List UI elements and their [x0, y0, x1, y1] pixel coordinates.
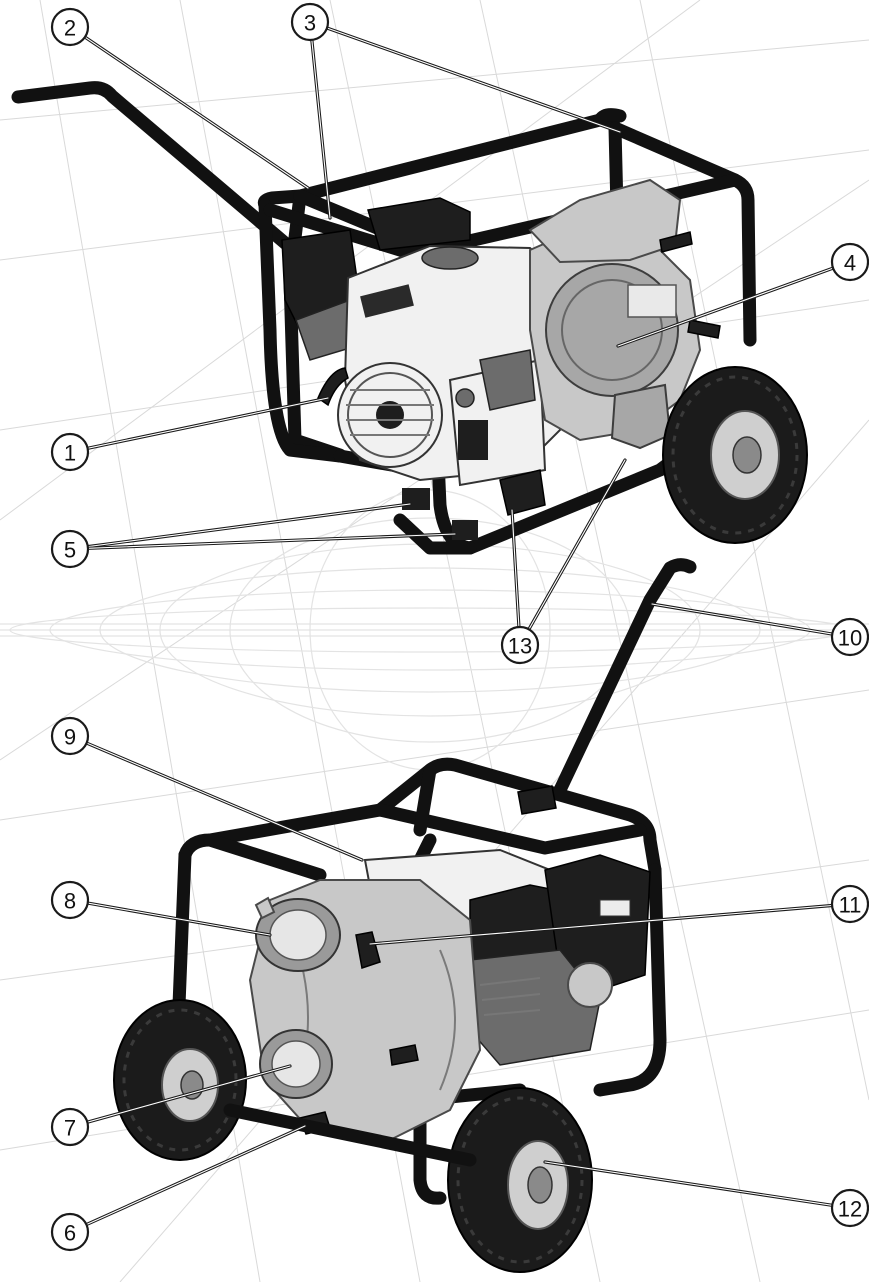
leader-line-5-0 [87, 503, 411, 548]
leader-line-6-0 [85, 1125, 306, 1226]
leader-line-13-1 [528, 459, 626, 630]
callout-handle-mount: 2 [50, 7, 90, 47]
callout-label-6: 6 [64, 1221, 76, 1246]
callout-frame-rear: 9 [50, 716, 90, 756]
leader-line-3-1 [326, 27, 621, 133]
outlet-port-7 [259, 1029, 333, 1099]
callout-circle-12 [830, 1188, 869, 1228]
leader-line-4-0 [617, 267, 834, 347]
callout-label-5: 5 [64, 538, 76, 563]
leader-line-9-0 [86, 742, 363, 861]
leader-line-8-0 [87, 902, 271, 936]
engine-mount-left [402, 488, 430, 510]
bottom-handle [553, 558, 697, 797]
callout-inlet-port: 8 [50, 880, 90, 920]
callout-priming-cap: 11 [830, 884, 869, 924]
callout-label-4: 4 [844, 251, 856, 276]
bottom-pump-illustration [113, 558, 697, 1273]
callout-engine-mounts: 5 [50, 529, 90, 569]
callout-circle-2 [50, 7, 90, 47]
callout-circle-1 [50, 432, 90, 472]
callout-label-8: 8 [64, 889, 76, 914]
leader-line-11-0 [369, 904, 833, 945]
callout-circle-9 [50, 716, 90, 756]
callout-label-13: 13 [508, 634, 532, 659]
fuel-tank-top [367, 197, 471, 251]
callout-label-3: 3 [304, 11, 316, 36]
leader-line-10-0 [651, 603, 833, 635]
callout-pump-housing: 4 [830, 242, 869, 282]
callout-label-11: 11 [839, 893, 862, 918]
callout-wheel: 12 [830, 1188, 869, 1228]
inlet-port-8 [254, 896, 341, 972]
callout-circle-6 [50, 1212, 90, 1252]
callout-circle-8 [50, 880, 90, 920]
callout-label-1: 1 [64, 441, 76, 466]
bottom-wheel-right [447, 1087, 593, 1273]
callout-circle-7 [50, 1107, 90, 1147]
callout-circle-3 [290, 2, 330, 42]
callout-circle-5 [50, 529, 90, 569]
top-wheel [662, 366, 808, 544]
leader-line-5-1 [87, 533, 456, 549]
callout-circle-4 [830, 242, 869, 282]
callout-label-7: 7 [64, 1116, 76, 1141]
callout-outlet-port: 7 [50, 1107, 90, 1147]
callout-engine: 1 [50, 432, 90, 472]
leader-line-2-0 [84, 36, 309, 189]
leader-line-13-0 [511, 509, 520, 628]
leader-line-12-0 [544, 1161, 833, 1206]
leader-lines [83, 26, 835, 1227]
callout-frame-top: 3 [290, 2, 330, 42]
leader-line-1-0 [87, 397, 329, 449]
top-handle [11, 81, 312, 267]
callout-label-2: 2 [64, 16, 76, 41]
callout-label-10: 10 [838, 626, 862, 651]
callout-handle: 10 [830, 617, 869, 657]
callout-circle-11 [830, 884, 869, 924]
priming-lever [355, 931, 381, 969]
callout-circle-10 [830, 617, 869, 657]
leader-line-3-0 [311, 39, 331, 219]
top-pump-illustration [11, 81, 808, 555]
callout-circle-13 [500, 625, 540, 665]
bottom-wheel-left [113, 999, 247, 1161]
engine-mount-right [452, 520, 478, 540]
callout-label-12: 12 [838, 1197, 862, 1222]
leader-line-7-0 [86, 1065, 291, 1123]
callout-label-9: 9 [64, 725, 76, 750]
callout-drain-plug: 6 [50, 1212, 90, 1252]
callout-frame-base: 13 [500, 625, 540, 665]
